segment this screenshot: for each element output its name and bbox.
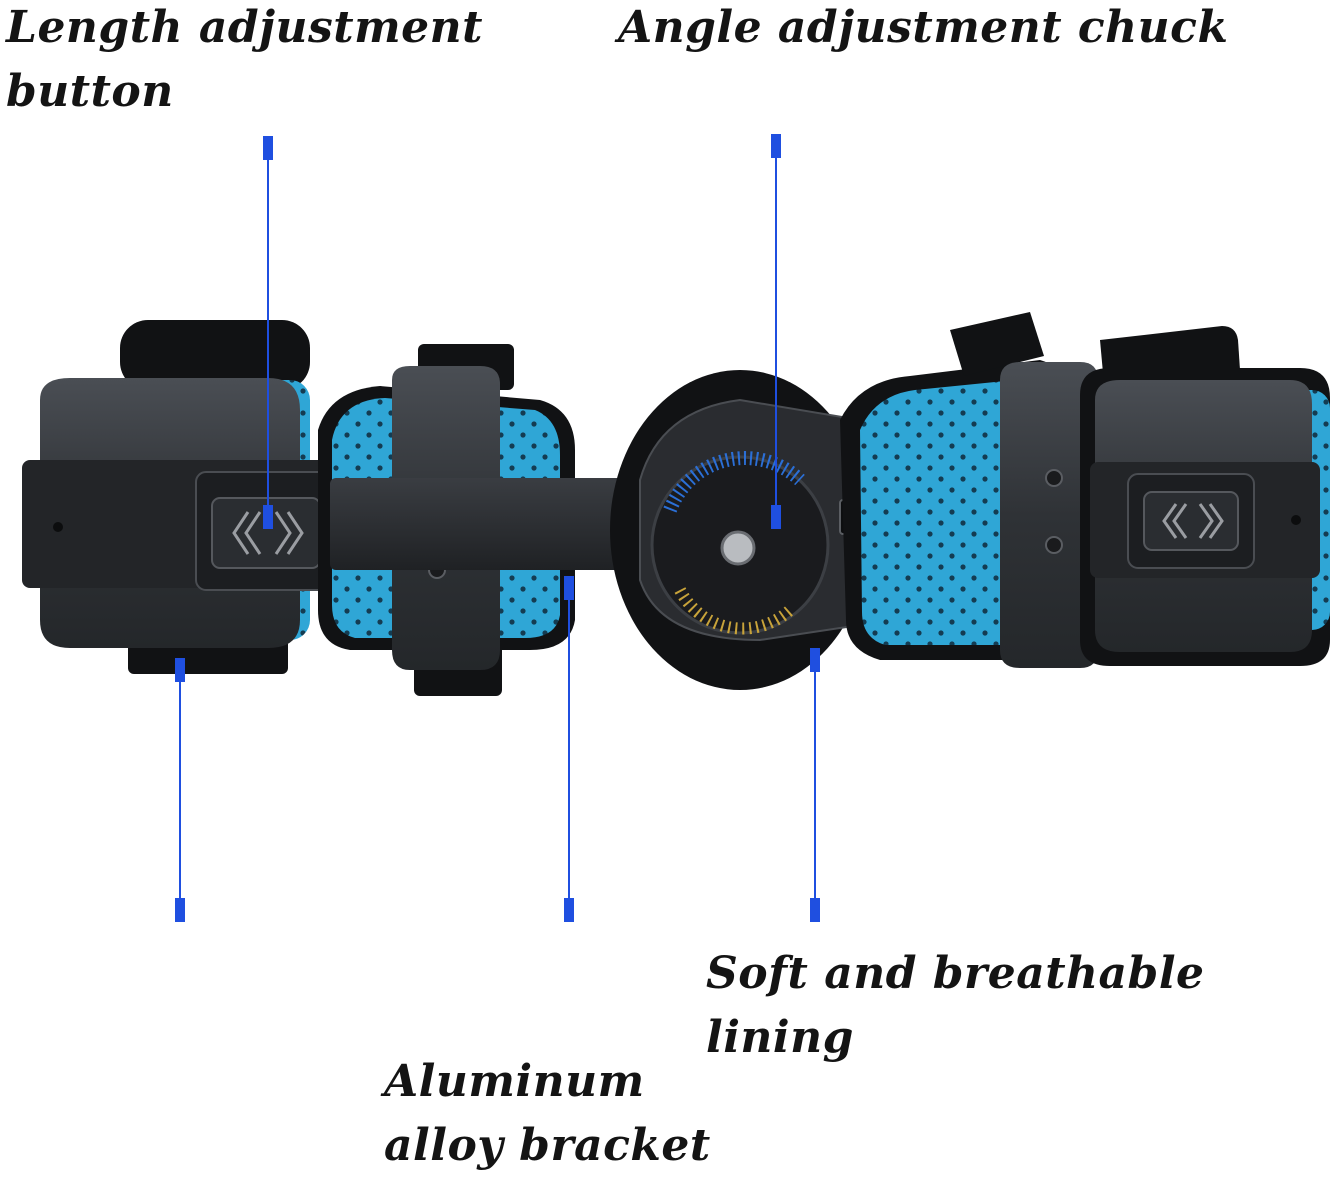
leader-cap: [564, 898, 574, 922]
left-top-strap: [120, 320, 310, 390]
label-length-line1: Length adjustment: [6, 2, 483, 53]
label-lining-line2: lining: [706, 1012, 854, 1063]
length-adjust-chevrons-icon: [1162, 503, 1224, 539]
dial-gold-scale: [674, 587, 795, 635]
label-soft-breathable-lining: Soft and breathable lining: [706, 942, 1205, 1070]
label-angle-line1: Angle adjustment chuck: [618, 2, 1229, 53]
right-length-adjustment-button[interactable]: [1127, 473, 1255, 569]
screw-icon: [1045, 536, 1063, 554]
leader-cap: [263, 505, 273, 529]
screw-icon: [1045, 469, 1063, 487]
leader-cap: [175, 658, 185, 682]
right-inner-shell: [1000, 362, 1098, 668]
right-rivet: [1291, 515, 1301, 525]
leader-cap: [771, 505, 781, 529]
length-adjustment-button[interactable]: [195, 471, 347, 591]
label-aluminum-alloy-bracket: Aluminum alloy bracket: [384, 1050, 711, 1178]
screw-icon: [720, 530, 756, 566]
leader-cap: [564, 576, 574, 600]
leader-cap: [810, 648, 820, 672]
label-bracket-line2: alloy bracket: [384, 1120, 711, 1171]
right-inner-cuff: [840, 312, 1098, 668]
label-angle-adjustment-chuck: Angle adjustment chuck: [618, 0, 1228, 60]
angle-dial-icon: [650, 451, 830, 635]
dial-blue-scale: [663, 451, 805, 513]
label-bracket-line1: Aluminum: [384, 1056, 645, 1107]
leader-cap: [771, 134, 781, 158]
label-lining-line1: Soft and breathable: [706, 948, 1205, 999]
right-inner-top-strap: [950, 312, 1044, 376]
leader-lines: [175, 134, 820, 922]
leader-cap: [175, 898, 185, 922]
leader-cap: [810, 898, 820, 922]
leader-cap: [263, 136, 273, 160]
label-length-adjustment-button: Length adjustment button: [6, 0, 483, 124]
length-adjust-chevrons-icon: [232, 511, 304, 555]
label-length-line2: button: [6, 66, 174, 117]
right-length-button-pad[interactable]: [1143, 491, 1239, 551]
left-rivet: [53, 522, 63, 532]
